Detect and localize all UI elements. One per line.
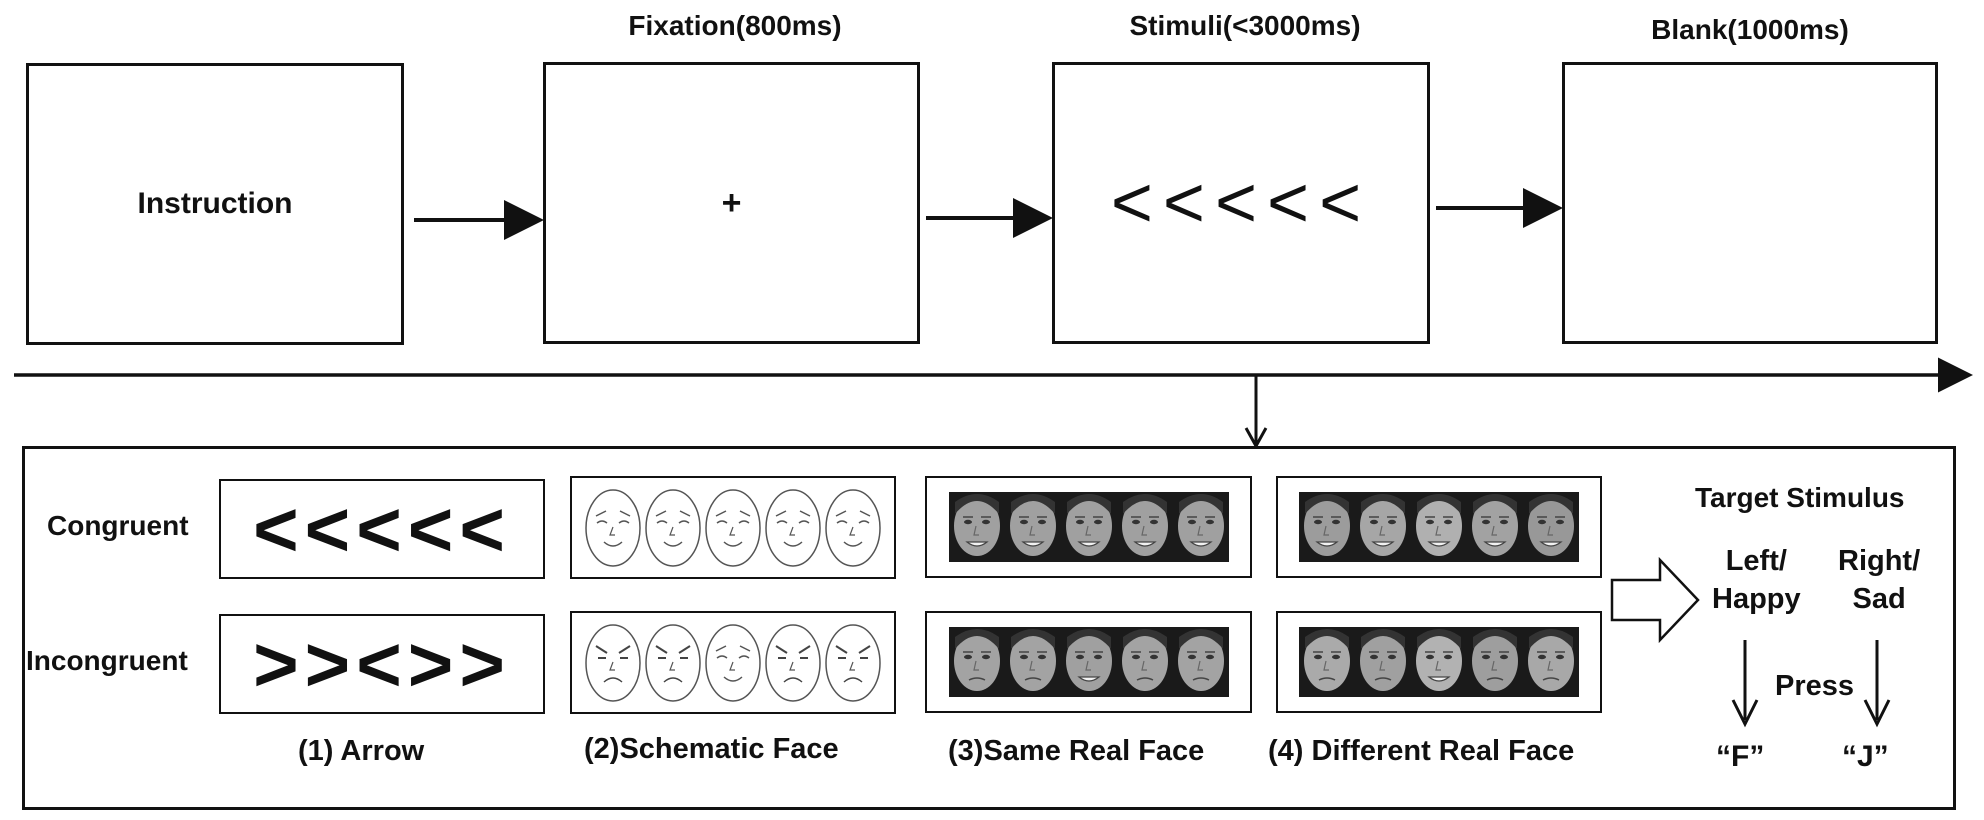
face-photo-icon (1355, 627, 1411, 697)
face-photo-icon (1411, 492, 1467, 562)
face-photo-icon (1467, 627, 1523, 697)
key-j-label: “J” (1842, 740, 1889, 773)
face-photo-icon (1172, 492, 1229, 562)
right-sad-label: Right/ Sad (1838, 542, 1920, 618)
instruction-screen: Instruction (26, 63, 404, 345)
different-real-face-congruent (1276, 476, 1602, 578)
face-photo-icon (1116, 492, 1173, 562)
left-label-line1: Left/ (1725, 545, 1787, 577)
happy-face-icon (765, 488, 821, 567)
arrow-incongruent-text: >><>> (253, 620, 511, 708)
face-photo-icon (1411, 627, 1467, 697)
key-f-label: “F” (1716, 740, 1765, 773)
schematic-face-congruent (570, 476, 896, 579)
incongruent-label: Incongruent (26, 645, 188, 676)
real-faces-same-incongruent (948, 627, 1229, 697)
hollow-right-arrow-icon (1610, 556, 1700, 644)
schematic-faces-mixed (585, 623, 881, 702)
happy-face-icon (705, 623, 761, 702)
real-faces-same-congruent (948, 492, 1229, 562)
stimuli-arrows: <<<<< (1110, 163, 1372, 243)
happy-face-icon (825, 488, 881, 567)
caption-arrow: (1) Arrow (298, 735, 425, 767)
face-photo-icon (948, 627, 1005, 697)
arrow-congruent-text: <<<<< (253, 485, 511, 573)
caption-same-real-face: (3)Same Real Face (948, 735, 1205, 767)
face-photo-icon (1116, 627, 1173, 697)
fixation-cross: + (721, 183, 742, 222)
angry-face-icon (825, 623, 881, 702)
same-real-face-congruent (925, 476, 1252, 578)
angry-face-icon (645, 623, 701, 702)
face-photo-icon (1299, 492, 1355, 562)
face-photo-icon (1467, 492, 1523, 562)
target-stimulus-title: Target Stimulus (1695, 482, 1905, 513)
happy-face-icon (705, 488, 761, 567)
fixation-screen: + (543, 62, 920, 344)
instruction-label: Instruction (137, 187, 293, 220)
caption-schematic-face: (2)Schematic Face (584, 733, 839, 765)
stimuli-screen: <<<<< (1052, 62, 1430, 344)
face-photo-icon (1172, 627, 1229, 697)
different-real-face-incongruent (1276, 611, 1602, 713)
fixation-title: Fixation(800ms) (628, 10, 842, 41)
blank-title: Blank(1000ms) (1651, 14, 1849, 45)
arrow-incongruent-stimulus: >><>> (219, 614, 545, 714)
sequence-arrows (14, 188, 1973, 450)
arrow-congruent-stimulus: <<<<< (219, 479, 545, 579)
face-photo-icon (1523, 492, 1579, 562)
face-photo-icon (1060, 627, 1117, 697)
right-label-line2: Sad (1852, 583, 1906, 615)
happy-face-icon (585, 488, 641, 567)
angry-face-icon (585, 623, 641, 702)
press-label: Press (1775, 670, 1855, 702)
right-label-line1: Right/ (1838, 545, 1921, 577)
angry-face-icon (765, 623, 821, 702)
same-real-face-incongruent (925, 611, 1252, 713)
face-photo-icon (1355, 492, 1411, 562)
caption-different-real-face: (4) Different Real Face (1268, 735, 1575, 767)
face-photo-icon (948, 492, 1005, 562)
congruent-label: Congruent (47, 510, 189, 541)
left-down-arrow-head (1731, 699, 1759, 728)
real-faces-different-congruent (1299, 492, 1579, 562)
left-happy-label: Left/ Happy (1712, 542, 1801, 618)
happy-face-icon (645, 488, 701, 567)
schematic-faces-happy (585, 488, 881, 567)
blank-screen (1562, 62, 1938, 344)
real-faces-different-incongruent (1299, 627, 1579, 697)
face-photo-icon (1299, 627, 1355, 697)
schematic-face-incongruent (570, 611, 896, 714)
stimuli-title: Stimuli(<3000ms) (1129, 10, 1361, 41)
left-label-line2: Happy (1712, 583, 1801, 615)
face-photo-icon (1523, 627, 1579, 697)
face-photo-icon (1004, 492, 1061, 562)
face-photo-icon (1004, 627, 1061, 697)
right-down-arrow-head (1863, 699, 1891, 728)
face-photo-icon (1060, 492, 1117, 562)
